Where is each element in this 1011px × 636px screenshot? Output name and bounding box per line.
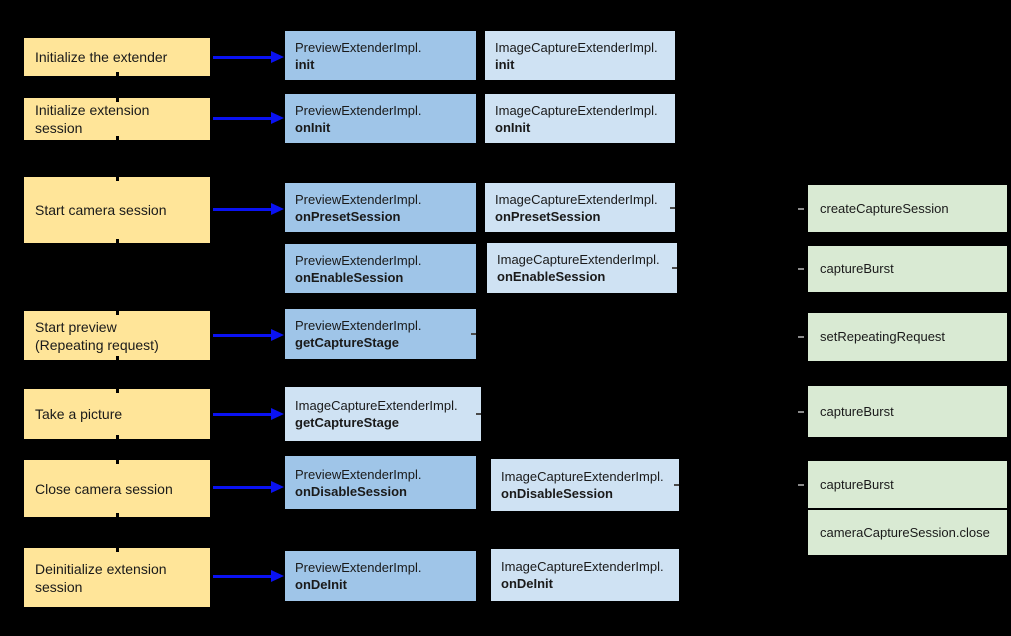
method-box-preview-ondeinit: PreviewExtenderImpl. onDeInit bbox=[284, 550, 477, 602]
flow-arrow bbox=[213, 570, 284, 582]
class-name: PreviewExtenderImpl. bbox=[295, 39, 422, 55]
action-box-initialize-extension-session: Initialize extension session bbox=[23, 97, 211, 141]
method-box-imagecapture-onenablesession: ImageCaptureExtenderImpl. onEnableSessio… bbox=[486, 242, 678, 294]
class-name: PreviewExtenderImpl. bbox=[295, 252, 422, 268]
action-box-initialize-extender: Initialize the extender bbox=[23, 37, 211, 77]
action-label: Initialize extension bbox=[35, 102, 150, 118]
action-label: Initialize the extender bbox=[35, 49, 168, 65]
method-name: getCaptureStage bbox=[295, 415, 400, 430]
method-box-imagecapture-getcapturestage: ImageCaptureExtenderImpl. getCaptureStag… bbox=[284, 386, 482, 442]
camera2-box-captureburst-picture: captureBurst bbox=[798, 385, 1008, 438]
method-name: onDeInit bbox=[295, 577, 347, 592]
method-box-imagecapture-oninit: ImageCaptureExtenderImpl. onInit bbox=[484, 93, 676, 144]
action-label: Take a picture bbox=[35, 406, 123, 422]
action-label: session bbox=[35, 578, 83, 595]
camera2-box-createcapturesession: createCaptureSession bbox=[798, 184, 1008, 233]
action-box-start-camera-session: Start camera session bbox=[23, 176, 211, 244]
method-name: onEnableSession bbox=[497, 269, 606, 284]
method-name: onPresetSession bbox=[495, 208, 601, 224]
class-name: PreviewExtenderImpl. bbox=[295, 191, 422, 207]
method-name: getCaptureStage bbox=[295, 335, 400, 350]
method-box-preview-init: PreviewExtenderImpl. init bbox=[284, 30, 477, 81]
action-label: session bbox=[35, 120, 83, 136]
flow-arrow bbox=[213, 203, 284, 215]
action-label: Start preview bbox=[35, 318, 117, 335]
method-box-preview-getcapturestage: PreviewExtenderImpl. getCaptureStage bbox=[284, 308, 477, 360]
class-name: PreviewExtenderImpl. bbox=[295, 318, 422, 333]
action-box-take-a-picture: Take a picture bbox=[23, 388, 211, 440]
flow-arrow bbox=[213, 112, 284, 124]
class-name: ImageCaptureExtenderImpl. bbox=[295, 398, 458, 413]
flow-arrow bbox=[213, 408, 284, 420]
class-name: ImageCaptureExtenderImpl. bbox=[495, 39, 658, 55]
class-name: PreviewExtenderImpl. bbox=[295, 466, 422, 482]
camera2-call-label: captureBurst bbox=[820, 476, 894, 492]
action-label: (Repeating request) bbox=[35, 336, 159, 353]
method-box-imagecapture-ondeinit: ImageCaptureExtenderImpl. onDeInit bbox=[490, 548, 680, 602]
camera2-call-label: setRepeatingRequest bbox=[820, 329, 946, 344]
method-box-preview-ondisablesession: PreviewExtenderImpl. onDisableSession bbox=[284, 455, 477, 510]
method-name: init bbox=[495, 56, 515, 72]
class-name: PreviewExtenderImpl. bbox=[295, 560, 422, 575]
camera2-box-captureburst-enable: captureBurst bbox=[798, 245, 1008, 293]
camera2-box-cameracapturesession-close: cameraCaptureSession.close bbox=[807, 509, 1008, 556]
flow-arrow bbox=[213, 481, 284, 493]
flow-arrow bbox=[213, 329, 284, 341]
method-box-preview-onpresetsession: PreviewExtenderImpl. onPresetSession bbox=[284, 182, 477, 233]
method-name: onInit bbox=[295, 119, 331, 135]
class-name: ImageCaptureExtenderImpl. bbox=[501, 559, 664, 574]
action-box-close-camera-session: Close camera session bbox=[23, 459, 211, 518]
class-name: PreviewExtenderImpl. bbox=[295, 102, 422, 118]
method-name: onInit bbox=[495, 119, 531, 135]
method-name: onPresetSession bbox=[295, 208, 401, 224]
method-name: onDeInit bbox=[501, 576, 553, 591]
action-label: Deinitialize extension bbox=[35, 560, 167, 577]
method-name: onDisableSession bbox=[295, 483, 407, 499]
class-name: ImageCaptureExtenderImpl. bbox=[497, 252, 660, 267]
method-name: onDisableSession bbox=[501, 486, 613, 501]
class-name: ImageCaptureExtenderImpl. bbox=[495, 102, 658, 118]
method-name: init bbox=[295, 56, 315, 72]
camera2-call-label: cameraCaptureSession.close bbox=[820, 524, 990, 540]
camera2-box-setrepeatingrequest: setRepeatingRequest bbox=[798, 312, 1008, 362]
class-name: ImageCaptureExtenderImpl. bbox=[501, 469, 664, 484]
method-box-preview-oninit: PreviewExtenderImpl. onInit bbox=[284, 93, 477, 144]
camera2-call-label: captureBurst bbox=[820, 403, 894, 419]
action-label: Start camera session bbox=[35, 202, 167, 218]
action-box-start-preview: Start preview (Repeating request) bbox=[23, 310, 211, 361]
camera2-call-label: captureBurst bbox=[820, 261, 894, 276]
action-label: Close camera session bbox=[35, 480, 173, 497]
class-name: ImageCaptureExtenderImpl. bbox=[495, 191, 658, 207]
camera2-box-captureburst-close: captureBurst bbox=[798, 460, 1008, 509]
method-box-preview-onenablesession: PreviewExtenderImpl. onEnableSession bbox=[284, 243, 477, 294]
method-box-imagecapture-onpresetsession: ImageCaptureExtenderImpl. onPresetSessio… bbox=[484, 182, 676, 233]
action-box-deinitialize-extension-session: Deinitialize extension session bbox=[23, 547, 211, 608]
flow-arrow bbox=[213, 51, 284, 63]
method-name: onEnableSession bbox=[295, 269, 404, 285]
method-box-imagecapture-init: ImageCaptureExtenderImpl. init bbox=[484, 30, 676, 81]
method-box-imagecapture-ondisablesession: ImageCaptureExtenderImpl. onDisableSessi… bbox=[490, 458, 680, 512]
camera2-call-label: createCaptureSession bbox=[820, 200, 949, 216]
